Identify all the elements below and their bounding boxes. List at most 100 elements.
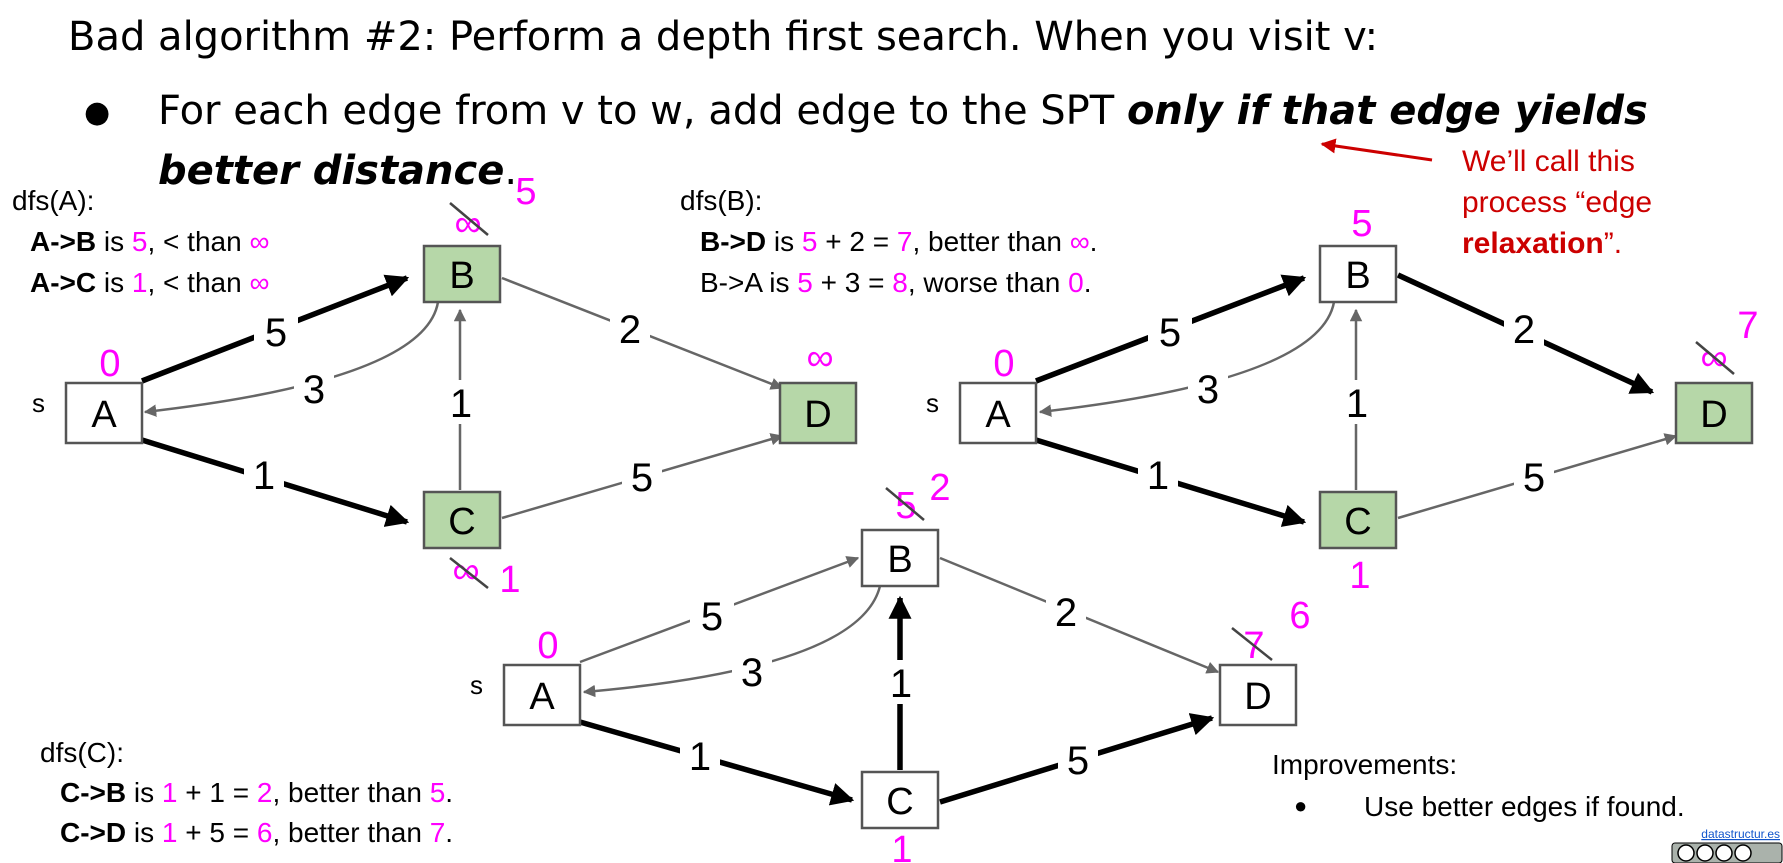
dfsC-l1-f: , better than xyxy=(272,777,429,808)
g3-dist-D: 6 xyxy=(1289,595,1310,637)
g3-source-label: s xyxy=(470,670,483,700)
g1-w-CD-mask xyxy=(622,454,662,498)
callout-end: ”. xyxy=(1604,227,1622,260)
g2-edge-BA xyxy=(1038,301,1336,417)
g3-dist-C: 1 xyxy=(891,829,912,863)
dfsA-l2-a: A->C xyxy=(30,267,96,298)
dfsB-line1: B->D is 5 + 2 = 7, better than ∞. xyxy=(700,226,1097,257)
dfsB-l1-b: is xyxy=(766,226,802,257)
g3-weight-BD: 2 xyxy=(1055,591,1077,635)
g2-w-CB-mask xyxy=(1340,380,1374,424)
g3-node-D: D xyxy=(1218,663,1298,727)
g2-w-BA-mask xyxy=(1188,366,1228,410)
g1-node-D-label: D xyxy=(804,394,831,436)
dfsA-l1-e: ∞ xyxy=(249,226,269,257)
dfsB-line2: B->A is 5 + 3 = 8, worse than 0. xyxy=(700,267,1092,298)
footer-link[interactable]: datastructur.es xyxy=(1701,827,1780,841)
header-line1-plain: For each edge from v to w, add edge to t… xyxy=(158,88,1127,134)
g1-weight-CB: 1 xyxy=(450,382,472,426)
graph-3: 5 3 1 1 2 5 A B C D s 0 5 2 1 7 xyxy=(470,467,1311,863)
dfsA-l1-a: A->B xyxy=(30,226,96,257)
dfsC-l2-g: 7 xyxy=(430,817,446,848)
g2-source-label: s xyxy=(926,388,939,418)
graph-2: 5 3 1 1 2 5 A B C D s 0 5 1 ∞ 7 xyxy=(926,203,1759,597)
g2-node-D-label: D xyxy=(1700,394,1727,436)
g2-dist-C: 1 xyxy=(1349,555,1370,597)
g2-weight-CB: 1 xyxy=(1346,382,1368,426)
g3-node-B-label: B xyxy=(887,539,912,581)
g1-node-B: B xyxy=(422,244,502,304)
g2-w-AC-mask xyxy=(1138,452,1178,496)
g1-w-CB-mask xyxy=(444,380,478,424)
dfsC-l2-d: + 5 = xyxy=(177,817,256,848)
g3-strike-B xyxy=(885,487,925,521)
dfsA-title: dfs(A): xyxy=(12,185,94,216)
g3-w-BA-mask xyxy=(732,650,772,694)
g2-dist-B: 5 xyxy=(1351,203,1372,245)
g3-node-B: B xyxy=(860,528,940,588)
dfsB-l2-g: . xyxy=(1084,267,1092,298)
header-line1: For each edge from v to w, add edge to t… xyxy=(158,88,1648,134)
dfsB-l1-h: . xyxy=(1090,226,1098,257)
g3-node-A: A xyxy=(502,663,582,727)
dfsC-l2-b: is xyxy=(126,817,162,848)
header-line2: better distance. xyxy=(158,148,517,194)
g1-w-BD-mask xyxy=(610,306,650,350)
improvements-item: Use better edges if found. xyxy=(1364,791,1685,822)
dfsC-l1-c: 1 xyxy=(162,777,178,808)
g1-w-AB-mask xyxy=(254,308,298,352)
g1-dist-B: 5 xyxy=(515,171,536,213)
g2-dist-D: 7 xyxy=(1737,305,1758,347)
improvements-bullet: ● xyxy=(1294,793,1307,818)
g2-node-B: B xyxy=(1318,244,1398,304)
g2-weight-AC: 1 xyxy=(1147,454,1169,498)
g2-weight-BD: 2 xyxy=(1513,308,1535,352)
header-title: Bad algorithm #2: Perform a depth first … xyxy=(68,14,1378,60)
dfsB-l1-a: B->D xyxy=(700,226,766,257)
dfsA-l2-b: is xyxy=(96,267,132,298)
g3-w-CD-mask xyxy=(1058,738,1098,782)
graph-1: 5 3 1 1 2 5 A B C D s 0 ∞ 5 xyxy=(32,171,858,601)
g2-w-CD-mask xyxy=(1514,454,1554,498)
g1-w-BA-mask xyxy=(294,366,334,410)
g3-weight-BA: 3 xyxy=(741,651,763,695)
dfsA-l1-d: , < than xyxy=(147,226,249,257)
dfsA-line2: A->C is 1, < than ∞ xyxy=(30,267,269,298)
g1-node-C: C xyxy=(422,490,502,550)
g3-w-AB-mask xyxy=(690,592,734,636)
dfsA-l2-d: , < than xyxy=(147,267,249,298)
dfsB-l2-c: + 3 = xyxy=(813,267,892,298)
dfsB-l2-e: , worse than xyxy=(908,267,1068,298)
g3-node-C-label: C xyxy=(886,781,913,823)
dfsB-title: dfs(B): xyxy=(680,185,762,216)
g3-dist-B: 2 xyxy=(929,467,950,509)
g2-node-A-label: A xyxy=(985,394,1011,436)
dfsA-l2-e: ∞ xyxy=(249,267,269,298)
g1-weight-BA: 3 xyxy=(303,368,325,412)
dfsB-l1-e: 7 xyxy=(897,226,913,257)
g1-w-AC-mask xyxy=(244,452,284,496)
g3-weight-AB: 5 xyxy=(701,595,723,639)
g1-dist-C: 1 xyxy=(499,559,520,601)
dfsC-l1-g: 5 xyxy=(430,777,446,808)
dfsB-l1-f: , better than xyxy=(912,226,1069,257)
dfsB-l2-b: 5 xyxy=(797,267,813,298)
g2-strike-D xyxy=(1695,341,1735,375)
g2-node-D: D xyxy=(1674,381,1754,445)
callout-line3: relaxation”. xyxy=(1462,227,1622,260)
g3-node-D-label: D xyxy=(1244,676,1271,718)
dfsB-l1-d: + 2 = xyxy=(817,226,896,257)
g3-weight-CB: 1 xyxy=(890,662,912,706)
dfsB-l2-f: 0 xyxy=(1068,267,1084,298)
g1-dist-D: ∞ xyxy=(806,337,833,379)
dfsA-l1-b: is xyxy=(96,226,132,257)
callout-bold: relaxation xyxy=(1462,227,1604,260)
dfsC-l1-a: C->B xyxy=(60,777,126,808)
g1-dist-A: 0 xyxy=(99,343,120,385)
g2-weight-CD: 5 xyxy=(1523,456,1545,500)
header-line1-emph: only if that edge yields xyxy=(1127,88,1648,134)
dfsC-l1-h: . xyxy=(445,777,453,808)
g2-node-B-label: B xyxy=(1345,255,1370,297)
g2-w-AB-mask xyxy=(1148,308,1192,352)
dfsC-l2-e: 6 xyxy=(257,817,273,848)
